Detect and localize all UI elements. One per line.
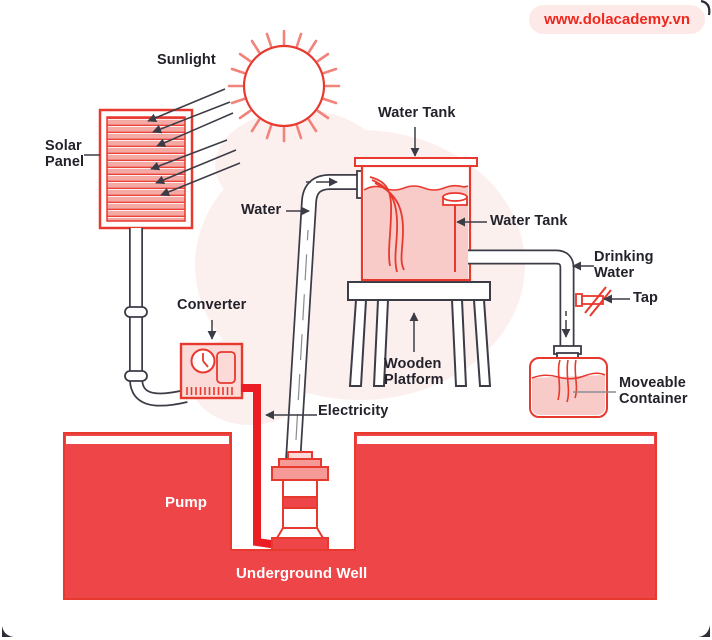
pump-graphic bbox=[271, 451, 329, 551]
label-sunlight: Sunlight bbox=[157, 52, 216, 68]
label-arrows bbox=[84, 127, 630, 420]
label-drinking-water: Drinking Water bbox=[594, 249, 654, 281]
electric-wire bbox=[241, 384, 285, 550]
label-pump: Pump bbox=[165, 494, 208, 511]
sun-icon bbox=[227, 29, 341, 143]
cable-conduit bbox=[124, 228, 188, 407]
website-url: www.dolacademy.vn bbox=[544, 11, 690, 28]
label-moveable-container: Moveable Container bbox=[619, 375, 688, 407]
sunlight-arrows bbox=[147, 88, 241, 197]
ground bbox=[63, 432, 657, 600]
label-water-tank-top: Water Tank bbox=[378, 105, 456, 121]
label-wooden-platform: Wooden Platform bbox=[384, 356, 444, 388]
platform-graphic bbox=[347, 281, 492, 387]
tap-graphic bbox=[575, 286, 612, 317]
converter-graphic bbox=[179, 342, 244, 400]
label-tap: Tap bbox=[633, 290, 659, 306]
water-tank-graphic bbox=[354, 157, 478, 282]
label-converter: Converter bbox=[177, 297, 247, 313]
label-water-tank-float: Water Tank bbox=[490, 213, 568, 229]
label-electricity: Electricity bbox=[318, 403, 389, 419]
label-underground-well: Underground Well bbox=[236, 565, 368, 582]
container-graphic bbox=[529, 357, 608, 418]
solar-panel-graphic bbox=[98, 108, 194, 230]
website-badge[interactable]: www.dolacademy.vn bbox=[529, 5, 705, 34]
label-water: Water bbox=[241, 202, 282, 218]
label-solar-panel: Solar Panel bbox=[45, 138, 85, 170]
